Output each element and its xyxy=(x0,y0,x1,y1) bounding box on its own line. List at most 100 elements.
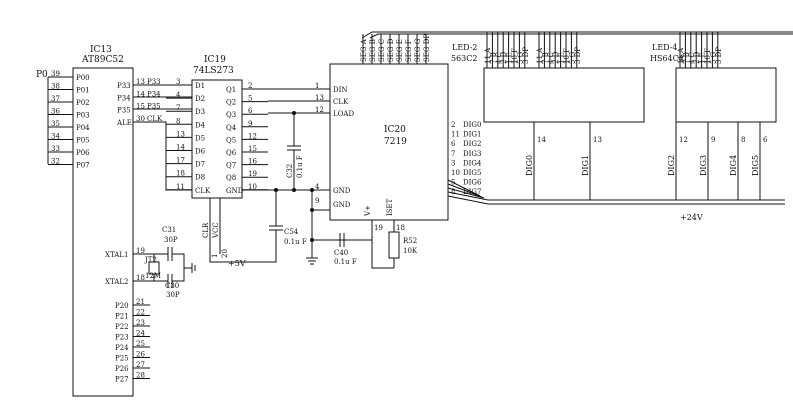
segment-pin-label: 5 G xyxy=(709,51,717,64)
pin-number: 12 xyxy=(248,132,257,140)
pin-name: DIG4 xyxy=(463,159,482,167)
pin-number: 10 xyxy=(248,183,257,191)
pin-number: 25 xyxy=(136,340,145,348)
digit-bus: +24V xyxy=(447,179,785,222)
segment-pin-label: SEG G xyxy=(414,38,422,62)
pin-name: P07 xyxy=(76,162,90,170)
led2-part: 563C2 xyxy=(451,54,477,63)
vcc-label: +5V xyxy=(228,259,246,268)
segment-pin-label: 7 B xyxy=(541,52,549,64)
pin-name: Q6 xyxy=(226,149,237,157)
pin-number: 18 xyxy=(396,224,405,232)
segment-pin-label: 10 F xyxy=(511,48,519,64)
pin-name: Q8 xyxy=(226,174,236,182)
pin-name: DIN xyxy=(333,86,348,94)
pin-name: D8 xyxy=(195,174,205,182)
c30-value: 30P xyxy=(166,291,180,299)
pin-name: P26 xyxy=(115,365,129,373)
segment-pin-label: 10 F xyxy=(704,48,712,64)
ic20-body xyxy=(329,63,449,221)
pin-name: P02 xyxy=(76,99,90,107)
pin-number: 3 xyxy=(176,78,180,86)
pin-number: 7 xyxy=(451,150,455,158)
pin-name: DIG2 xyxy=(463,140,481,148)
c54-ref: C54 xyxy=(284,228,299,236)
segment-pin-label: 5 G xyxy=(568,51,576,64)
pin-name: P01 xyxy=(76,87,90,95)
segment-pin-label: SEG E xyxy=(396,39,404,62)
c54-value: 0.1u F xyxy=(284,238,307,246)
pin-name: Q3 xyxy=(226,111,236,119)
pin-number: 22 xyxy=(136,309,145,317)
pin-number: 39 xyxy=(51,70,60,78)
pin-name: P25 xyxy=(115,355,129,363)
pin-number: 6 xyxy=(451,140,456,148)
pin-number: 2 xyxy=(451,121,455,129)
segment-pin-label: 1 E xyxy=(506,52,514,64)
digit-label: DIG5 xyxy=(751,155,760,176)
segment-pin-label: 11 A xyxy=(677,47,685,64)
pin-number: 7 xyxy=(176,104,180,112)
r52-value: 10K xyxy=(403,247,418,255)
ic19-ref: IC19 xyxy=(204,55,226,65)
pin-name: P35 xyxy=(117,107,131,115)
segment-pin-label: 2 D xyxy=(552,51,560,64)
digit-pin-number: 12 xyxy=(679,136,688,144)
digit-label: DIG4 xyxy=(729,155,738,176)
net-label: P33 xyxy=(147,78,161,86)
segment-pin-label: SEG D xyxy=(387,38,395,62)
pin-name: DIG1 xyxy=(463,131,481,139)
led4-part: HS64C4 xyxy=(650,54,684,63)
pin-number: 28 xyxy=(136,372,145,380)
net-label: P34 xyxy=(147,90,161,98)
pin-name: P22 xyxy=(115,323,129,331)
ic20-part: 7219 xyxy=(384,137,407,147)
pin-number: 13 xyxy=(176,130,185,138)
pin-name: V+ xyxy=(364,205,372,217)
segment-pin-label: SEG DP xyxy=(423,34,431,62)
pin-name: P23 xyxy=(115,334,129,342)
pin-name: P24 xyxy=(115,344,129,352)
wiring xyxy=(133,84,400,288)
digit-label: DIG2 xyxy=(667,155,676,176)
ic20-ref: IC20 xyxy=(384,125,406,135)
ic19-part: 74LS273 xyxy=(193,66,234,76)
pin-name: ALE xyxy=(116,119,132,127)
pin-name: XTAL2 xyxy=(105,278,128,286)
digit-pin-number: 8 xyxy=(741,136,745,144)
pin-number: 38 xyxy=(51,83,60,91)
pin-name: D7 xyxy=(195,161,205,169)
pin-name: D6 xyxy=(195,148,206,156)
segment-pin-label: SEG F xyxy=(405,39,413,62)
pin-number: 16 xyxy=(248,158,257,166)
pin-number: 13 xyxy=(315,94,324,102)
segment-pin-label: 5 G xyxy=(516,51,524,64)
led2-body xyxy=(483,67,645,123)
pin-number: 13 xyxy=(136,78,145,86)
segment-pin-label: SEG A xyxy=(360,38,368,62)
segment-pin-label: 1 E xyxy=(558,52,566,64)
segment-pin-label: 3 DP xyxy=(522,47,530,64)
pin-name: P27 xyxy=(115,376,129,384)
pin-number: 10 xyxy=(451,169,460,177)
net-label: P35 xyxy=(147,103,161,111)
segment-pin-label: SEG C xyxy=(378,39,386,62)
digit-label: DIG1 xyxy=(581,155,590,176)
net-label: CLK xyxy=(147,115,163,123)
pin-number: 37 xyxy=(51,95,60,103)
pin-name: LOAD xyxy=(333,110,354,118)
digit-pin-number: 9 xyxy=(711,136,715,144)
pin-name: DIG0 xyxy=(463,121,481,129)
pin-number: 23 xyxy=(136,319,145,327)
